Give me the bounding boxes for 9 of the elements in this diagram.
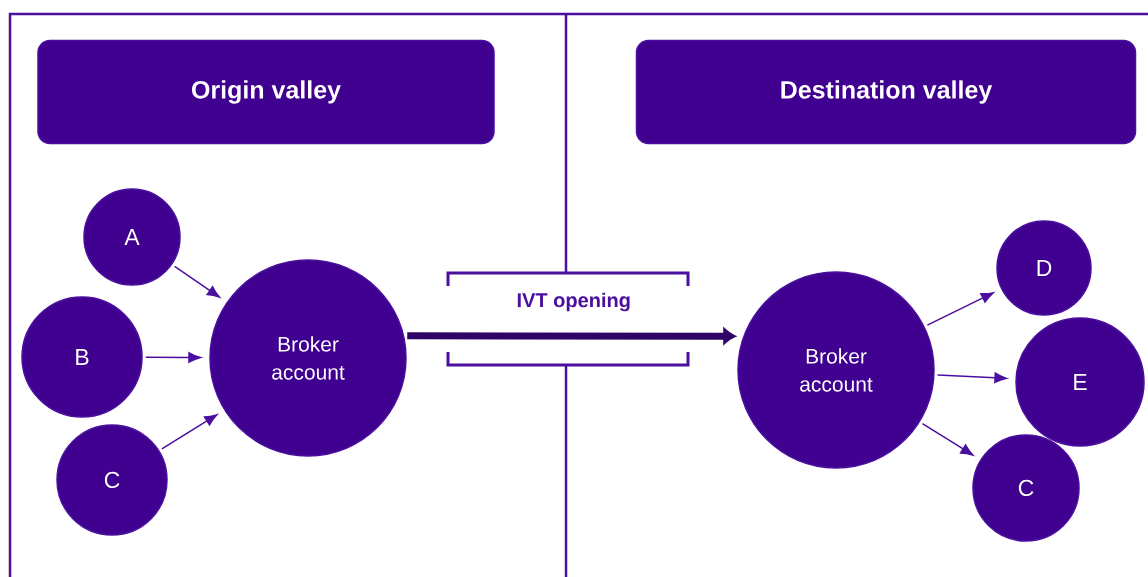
edge-label: IVT opening xyxy=(514,290,633,314)
arrow xyxy=(173,265,221,298)
arrow xyxy=(921,422,974,456)
arrow xyxy=(145,352,202,363)
arrow xyxy=(936,372,1008,384)
arrow xyxy=(161,414,218,450)
header-box: Origin valley xyxy=(37,39,495,145)
arrow xyxy=(926,292,994,326)
header-box: Destination valley xyxy=(635,39,1137,145)
